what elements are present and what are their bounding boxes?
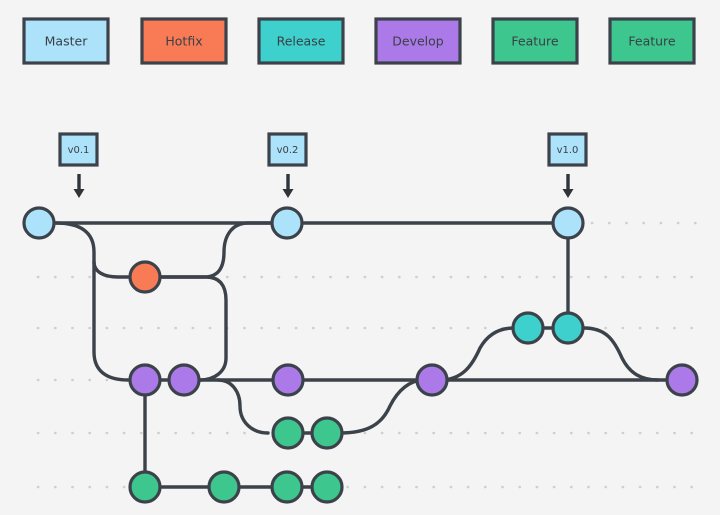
legend-swatch xyxy=(140,17,228,65)
legend-item-feature-5[interactable]: Feature xyxy=(608,17,696,65)
commit-node-feature2-commit-1[interactable] xyxy=(128,470,162,504)
commit-node-develop-commit-3[interactable] xyxy=(271,363,305,397)
edge-release-to-develop-merge xyxy=(582,326,660,382)
legend-swatch xyxy=(22,17,110,65)
commit-node-hotfix-commit[interactable] xyxy=(128,260,162,294)
version-tag-label: v0.2 xyxy=(277,145,299,156)
commit-node-develop-commit-2[interactable] xyxy=(167,363,201,397)
version-tag-v0.2[interactable]: v0.2 xyxy=(267,132,308,198)
version-tag-v1.0[interactable]: v1.0 xyxy=(547,132,588,198)
legend-swatch xyxy=(608,17,696,65)
commit-node-feature-commit-1[interactable] xyxy=(271,416,305,450)
commit-node-develop-commit-1[interactable] xyxy=(128,363,162,397)
node-layer xyxy=(22,206,699,504)
down-arrow-icon-head xyxy=(73,189,85,198)
down-arrow-icon-head xyxy=(562,189,574,198)
commit-node-feature2-commit-2[interactable] xyxy=(207,470,241,504)
commit-node-develop-commit-4[interactable] xyxy=(415,363,449,397)
legend-swatch xyxy=(491,17,579,65)
edge-hotfix-down-to-develop xyxy=(158,275,228,382)
commit-node-feature2-commit-3[interactable] xyxy=(270,470,304,504)
commit-node-master-commit-v0.1[interactable] xyxy=(22,206,56,240)
commit-node-release-commit-1[interactable] xyxy=(511,311,545,345)
edge-develop-to-release xyxy=(438,326,516,382)
commit-node-master-commit-v1.0[interactable] xyxy=(551,206,585,240)
edge-develop-to-hotfix-merge xyxy=(92,260,132,279)
edge-hotfix-to-master-merge xyxy=(158,221,274,279)
legend-label: Feature xyxy=(511,34,559,49)
legend-layer: Master Hotfix Release Develop Feature Feature xyxy=(22,17,696,65)
commit-node-release-commit-2[interactable] xyxy=(551,311,585,345)
commit-node-master-commit-v0.2[interactable] xyxy=(270,206,304,240)
version-tag-box xyxy=(58,132,99,167)
legend-swatch xyxy=(257,17,345,65)
commit-node-feature2-commit-4[interactable] xyxy=(310,470,344,504)
version-tag-box xyxy=(547,132,588,167)
legend-item-master-0[interactable]: Master xyxy=(22,17,110,65)
edge-develop-to-feature xyxy=(216,378,270,435)
legend-swatch xyxy=(374,17,462,65)
legend-item-release-2[interactable]: Release xyxy=(257,17,345,65)
edge-master-to-develop-branch xyxy=(54,221,130,382)
legend-label: Hotfix xyxy=(165,34,202,49)
legend-label: Develop xyxy=(392,34,444,49)
legend-item-develop-3[interactable]: Develop xyxy=(374,17,462,65)
legend-label: Feature xyxy=(628,34,676,49)
down-arrow-icon-head xyxy=(282,189,294,198)
commit-node-develop-commit-5[interactable] xyxy=(665,363,699,397)
version-tag-label: v0.1 xyxy=(68,145,90,156)
legend-label: Release xyxy=(277,34,326,49)
version-tag-label: v1.0 xyxy=(557,145,579,156)
commit-node-feature-commit-2[interactable] xyxy=(310,416,344,450)
edge-feature-to-develop-merge xyxy=(338,378,426,435)
version-tag-box xyxy=(267,132,308,167)
tag-layer: v0.1 v0.2 v1.0 xyxy=(58,132,588,198)
version-tag-v0.1[interactable]: v0.1 xyxy=(58,132,99,198)
legend-item-feature-4[interactable]: Feature xyxy=(491,17,579,65)
legend-label: Master xyxy=(45,34,89,49)
legend-item-hotfix-1[interactable]: Hotfix xyxy=(140,17,228,65)
